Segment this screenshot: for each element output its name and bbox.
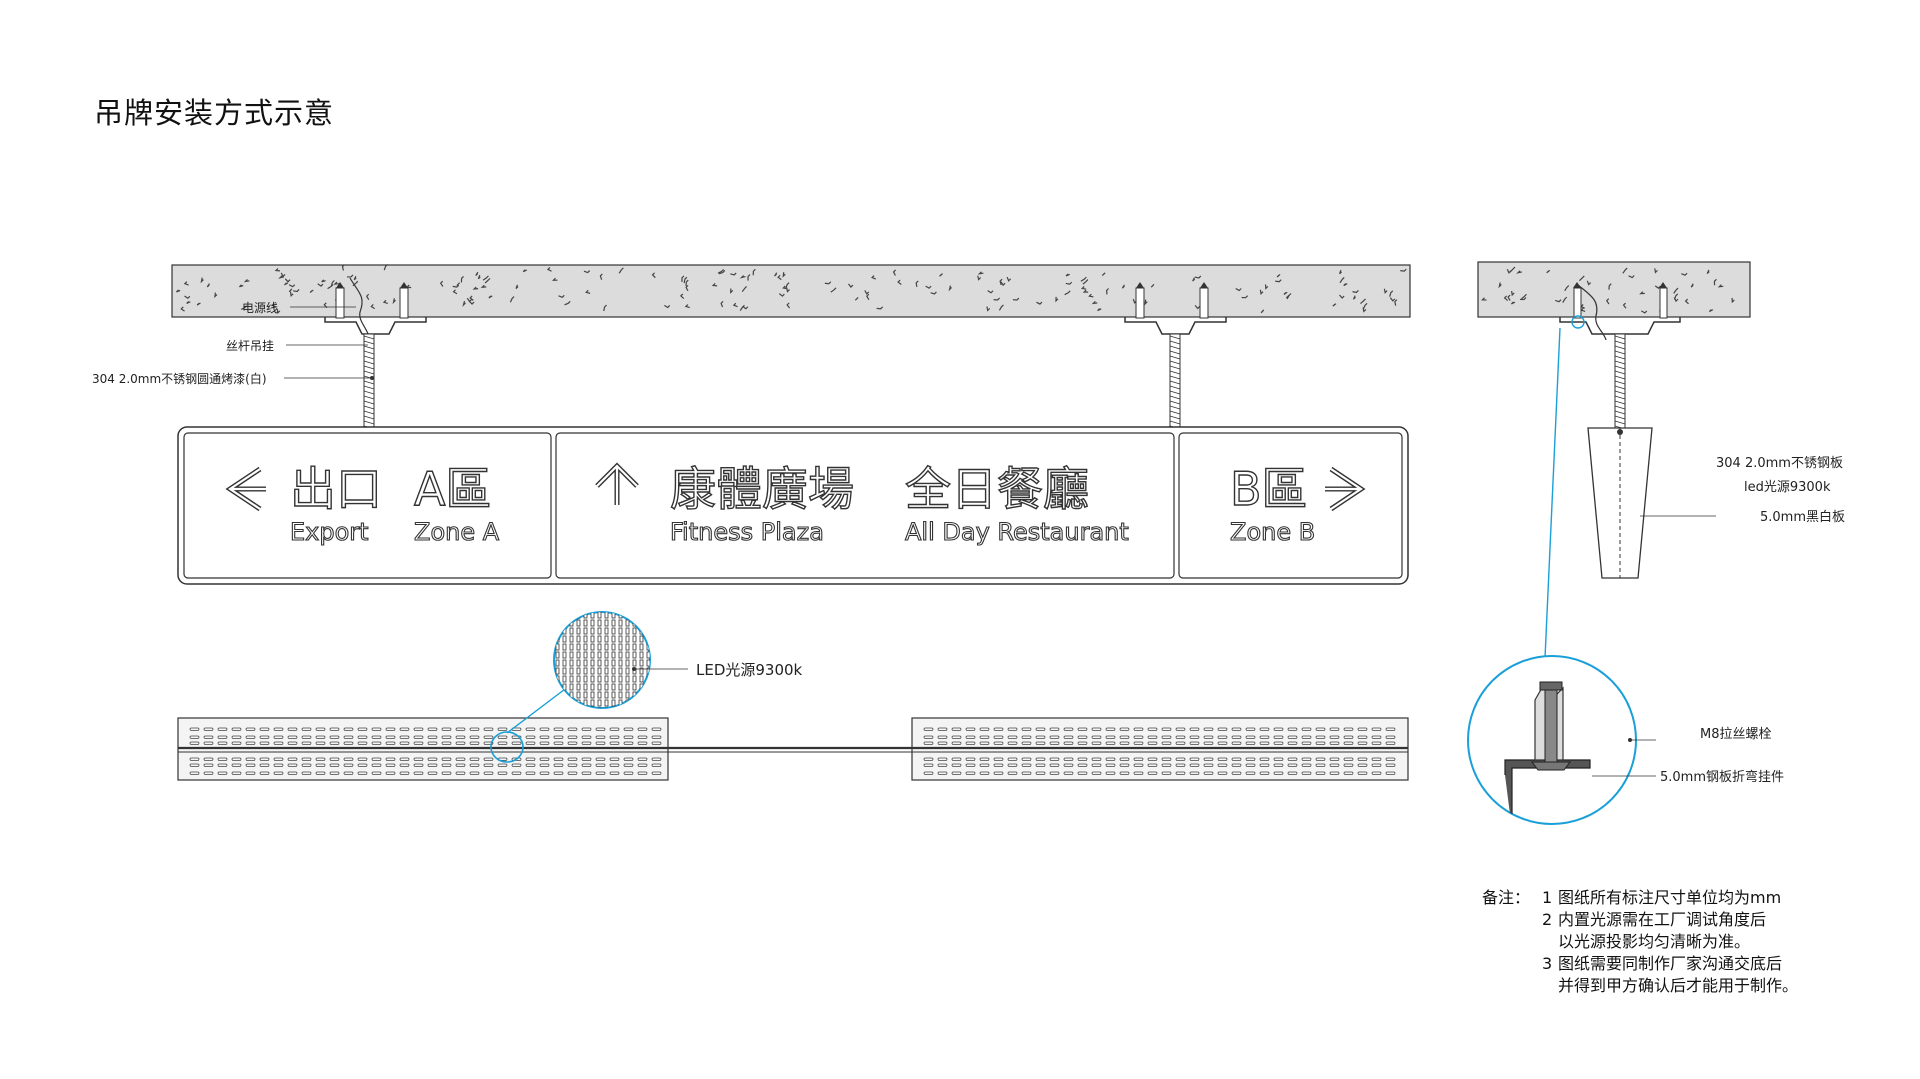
sign-zone-a-en: Zone A <box>414 518 500 546</box>
side-ceiling-slab <box>1477 261 1751 318</box>
notes-heading: 备注： <box>1482 888 1531 907</box>
note-row: 以光源投影均匀清晰为准。 <box>1482 931 1798 953</box>
label-threaded-rod: 丝杆吊挂 <box>226 339 274 353</box>
label-led-source: LED光源9300k <box>696 661 803 679</box>
label-bolt: M8拉丝螺栓 <box>1700 727 1772 742</box>
notes-block: 备注： 1 图纸所有标注尺寸单位均为mm 2 内置光源需在工厂调试角度后 以光源… <box>1482 887 1798 997</box>
sign-exit-cn: 出口 <box>290 462 382 516</box>
sign-restaurant-en: All Day Restaurant <box>905 518 1129 546</box>
sign-fitness-en: Fitness Plaza <box>670 518 824 546</box>
threaded-rod-right <box>1169 333 1181 435</box>
label-steel-plate: 304 2.0mm不锈钢板 <box>1716 456 1843 471</box>
note-row: 3 图纸需要同制作厂家沟通交底后 <box>1542 954 1783 973</box>
threaded-rod-left <box>363 333 375 435</box>
side-sign-profile <box>1587 427 1653 579</box>
front-view: 电源线 丝杆吊挂 304 2.0mm不锈钢圆通烤漆(白) 出口 Export A… <box>92 263 1411 585</box>
side-view: 304 2.0mm不锈钢板 led光源9300k 5.0mm黑白板 M8拉丝螺栓… <box>1467 261 1845 825</box>
drawing-title: 吊牌安装方式示意 <box>94 96 335 130</box>
led-callout-marker <box>490 731 524 763</box>
note-text: 内置光源需在工厂调试角度后 <box>1558 910 1767 929</box>
sign-panel-middle <box>555 432 1175 579</box>
anchor-bracket-left <box>324 277 427 341</box>
label-steel-tube: 304 2.0mm不锈钢圆通烤漆(白) <box>92 371 267 386</box>
label-led-side: led光源9300k <box>1744 480 1831 495</box>
sign-exit-en: Export <box>290 518 369 546</box>
sign-restaurant-cn: 全日餐廳 <box>905 462 1089 516</box>
note-row: 备注： 1 图纸所有标注尺寸单位均为mm <box>1482 888 1782 907</box>
sign-zone-b-en: Zone B <box>1230 518 1315 546</box>
bottom-view: LED光源9300k <box>177 611 1409 781</box>
note-text: 以光源投影均匀清晰为准。 <box>1558 932 1751 951</box>
sign-panel-right <box>1178 432 1403 579</box>
note-row: 并得到甲方确认后才能用于制作。 <box>1482 975 1798 997</box>
concrete-texture <box>176 263 1407 315</box>
label-power-cable: 电源线 <box>242 301 278 315</box>
note-row: 2 内置光源需在工厂调试角度后 <box>1542 910 1767 929</box>
label-black-white-board: 5.0mm黑白板 <box>1760 509 1845 525</box>
sign-panel-left <box>183 432 552 579</box>
sign-zone-b-cn: B區 <box>1230 462 1308 516</box>
note-text: 并得到甲方确认后才能用于制作。 <box>1558 976 1799 995</box>
note-text: 图纸所有标注尺寸单位均为mm <box>1558 888 1782 907</box>
note-text: 图纸需要同制作厂家沟通交底后 <box>1558 954 1783 973</box>
sign-zone-a-cn: A區 <box>414 462 491 516</box>
label-bracket: 5.0mm钢板折弯挂件 <box>1660 769 1784 785</box>
sign-fitness-cn: 康體廣場 <box>670 462 854 516</box>
